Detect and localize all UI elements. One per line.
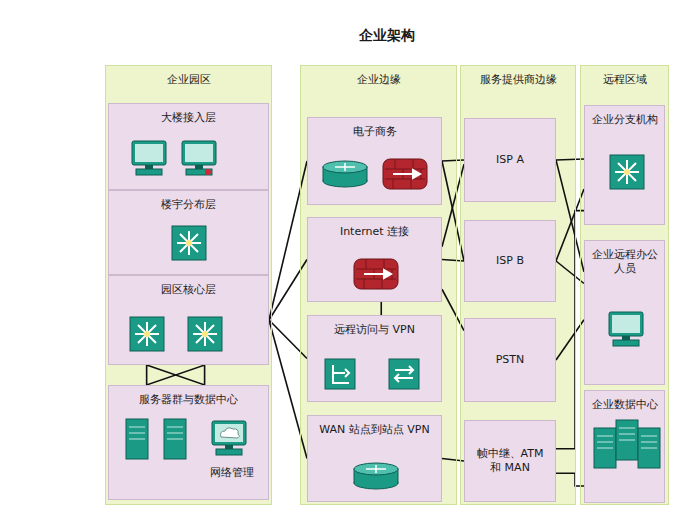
zone-heading: 企业边缘 [357, 73, 401, 87]
network-link [269, 260, 307, 321]
device-icon [171, 225, 219, 269]
text-holder: 大楼接入层 [161, 111, 216, 125]
text-holder: 帧中继、ATM 和 MAN [470, 447, 550, 476]
layer-box: WAN 站点到站点 VPN [307, 415, 442, 502]
text-holder: 网络管理 [201, 466, 263, 480]
zone-band: 企业边缘电子商务 Internet 连接远程访问与 VPN WAN 站点到站点 VP… [300, 65, 457, 505]
layer-box: 楼宇分布层 [108, 190, 269, 275]
text-holder: WAN 站点到站点 VPN [319, 423, 429, 437]
device-icon [181, 140, 229, 184]
zone-heading: 服务提供商边缘 [480, 73, 557, 87]
text-holder: 企业边缘 [357, 73, 401, 87]
text-holder: 园区核心层 [161, 283, 216, 297]
text-holder: Internet 连接 [340, 225, 409, 239]
text-holder: 服务器群与数据中心 [139, 393, 238, 407]
box-label: 企业数据中心 [592, 398, 658, 412]
layer-box: Internet 连接 [307, 217, 442, 302]
network-link [147, 365, 205, 385]
column-band [460, 65, 576, 505]
box-label: 帧中继、ATM 和 MAN [470, 447, 550, 476]
device-icon [163, 418, 211, 462]
layer-box: 服务器群与数据中心网络管理 [108, 385, 269, 500]
layer-box: 大楼接入层 [108, 103, 269, 190]
device-icon [131, 140, 179, 184]
text-holder: PSTN [496, 353, 525, 367]
text-holder: ISP B [496, 254, 524, 268]
zone-band: 远程区域企业分支机构企业远程办公人员企业数据中心 [580, 65, 669, 505]
column-band [580, 65, 669, 505]
device-icon [608, 311, 656, 355]
box-label: Internet 连接 [340, 225, 409, 239]
network-link [269, 161, 307, 320]
device-icon [382, 158, 430, 202]
zone-band: 服务提供商边缘 ISP A ISP B PSTN 帧中继、ATM 和 MAN [460, 65, 576, 505]
layer-box: ISP A [464, 118, 556, 202]
layer-box: 电子商务 [307, 117, 442, 205]
text-holder: 企业园区 [167, 73, 211, 87]
device-icon [637, 427, 674, 471]
text-holder: 企业数据中心 [592, 398, 658, 412]
layer-box: ISP B [464, 220, 556, 302]
device-icon [609, 154, 657, 198]
box-label: PSTN [496, 353, 525, 367]
text-holder: 企业远程办公人员 [589, 248, 660, 277]
text-holder: 电子商务 [353, 125, 397, 139]
text-holder: 企业分支机构 [592, 113, 658, 127]
network-link [380, 302, 382, 315]
layer-box: 帧中继、ATM 和 MAN [464, 420, 556, 502]
network-link [269, 320, 307, 459]
box-label: 电子商务 [353, 125, 397, 139]
device-icon [129, 316, 177, 360]
device-icon [187, 316, 235, 360]
text-holder: 楼宇分布层 [161, 198, 216, 212]
device-icon [211, 420, 259, 464]
zone-heading: 企业园区 [167, 73, 211, 87]
box-label: 大楼接入层 [161, 111, 216, 125]
box-label: 远程访问与 VPN [334, 323, 415, 337]
box-label: ISP B [496, 254, 524, 268]
text-holder: 远程区域 [603, 73, 647, 87]
layer-box: 企业远程办公人员 [584, 240, 665, 385]
zone-band: 企业园区大楼接入层楼宇分布层园区核心层服务器群与数据中心网络管理 [105, 65, 272, 505]
diagram-title: 企业架构 [105, 26, 668, 44]
layer-box: 远程访问与 VPN [307, 315, 442, 402]
box-label: 企业分支机构 [592, 113, 658, 127]
text-holder: 远程访问与 VPN [334, 323, 415, 337]
layer-box: PSTN [464, 318, 556, 402]
text-holder: 服务提供商边缘 [480, 73, 557, 87]
box-label: 企业远程办公人员 [589, 248, 660, 277]
device-icon [388, 358, 436, 402]
layer-box: 园区核心层 [108, 275, 269, 365]
box-label: 服务器群与数据中心 [139, 393, 238, 407]
layer-box: 企业数据中心 [584, 390, 665, 503]
title-box: 企业架构 [105, 26, 668, 44]
box-label: 园区核心层 [161, 283, 216, 297]
icon-label: 网络管理 [201, 466, 263, 480]
column-band [300, 65, 457, 505]
layer-box: 企业分支机构 [584, 105, 665, 225]
text-holder: ISP A [496, 153, 524, 167]
device-icon [353, 258, 401, 302]
box-label: ISP A [496, 153, 524, 167]
column-band [105, 65, 272, 505]
box-label: 楼宇分布层 [161, 198, 216, 212]
device-icon [353, 462, 401, 506]
box-label: WAN 站点到站点 VPN [319, 423, 429, 437]
device-icon [322, 160, 370, 204]
zone-heading: 远程区域 [603, 73, 647, 87]
device-icon [324, 358, 372, 402]
